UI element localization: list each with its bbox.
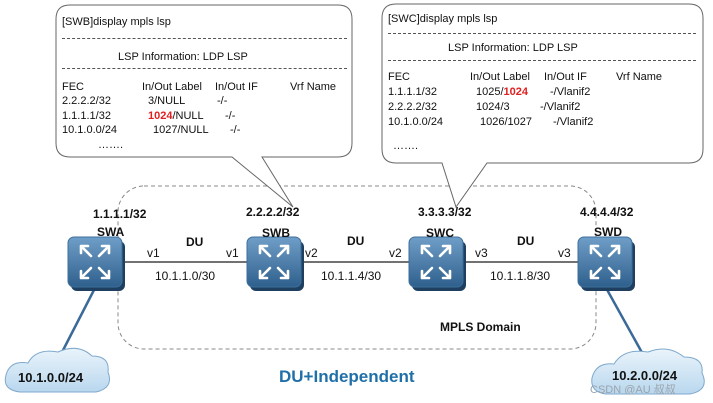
swb-row-2-label: 1027/NULL — [153, 124, 209, 136]
swc-row-2-fec: 10.1.0.0/24 — [388, 116, 444, 128]
swb-rule-1 — [62, 38, 347, 39]
link-2-right-if: v2 — [389, 246, 402, 260]
swc-rule-1 — [388, 33, 696, 34]
swb-col-vrf: Vrf Name — [290, 81, 337, 93]
switch-icon-swb[interactable] — [246, 236, 304, 291]
diagram-title: DU+Independent — [279, 367, 415, 386]
cloud-right-network: 10.2.0.0/24 — [612, 368, 678, 383]
swc-row-0-if: -/Vlanif2 — [550, 86, 591, 98]
swb-row-1-label: 1024/NULL — [148, 110, 204, 122]
link-2-subnet: 10.1.1.4/30 — [321, 269, 382, 283]
swc-header: LSP Information: LDP LSP — [448, 42, 578, 54]
swb-rule-2 — [62, 68, 347, 69]
swd-ip: 4.4.4.4/32 — [580, 205, 634, 219]
swa-name: SWA — [97, 225, 125, 239]
swc-row-1-if: -/Vlanif2 — [540, 101, 581, 113]
swb-row-1-fec: 1.1.1.1/32 — [62, 110, 111, 122]
swb-col-if: In/Out IF — [215, 81, 258, 93]
swc-ellipsis: ……. — [393, 140, 419, 152]
swc-row-2-label: 1026/1027 — [480, 116, 532, 128]
switch-icon-swa[interactable] — [67, 236, 125, 291]
link-swd-cloud — [603, 285, 647, 359]
link-2-left-if: v2 — [305, 246, 318, 260]
swc-col-label: In/Out Label — [470, 71, 530, 83]
switch-icon-swd[interactable] — [577, 236, 635, 291]
mpls-domain-boundary — [117, 185, 597, 350]
swc-rule-2 — [388, 60, 696, 61]
swb-row-0-fec: 2.2.2.2/32 — [62, 95, 111, 107]
swc-ip: 3.3.3.3/32 — [418, 205, 472, 219]
swb-command: [SWB]display mpls lsp — [62, 16, 171, 28]
swb-col-label: In/Out Label — [142, 81, 202, 93]
swd-name: SWD — [594, 225, 622, 239]
cloud-right — [591, 348, 705, 395]
cloud-left-network: 10.1.0.0/24 — [18, 370, 84, 385]
swb-ellipsis: ……. — [98, 139, 124, 151]
swb-name: SWB — [262, 226, 290, 240]
swb-row-2-fec: 10.1.0.0/24 — [62, 124, 118, 136]
link-1-right-if: v1 — [226, 246, 239, 260]
switch-icon-swc[interactable] — [408, 236, 466, 291]
swb-row-0-if: -/- — [217, 95, 228, 107]
swc-name: SWC — [426, 226, 454, 240]
swb-callout-bubble — [55, 4, 353, 208]
mpls-domain-label: MPLS Domain — [440, 320, 521, 334]
swc-row-1-fec: 2.2.2.2/32 — [388, 101, 437, 113]
link-2-mode: DU — [347, 234, 365, 248]
cloud-left — [4, 347, 110, 393]
link-1-mode: DU — [186, 235, 204, 249]
swb-row-1-if: -/- — [225, 110, 236, 122]
swc-col-vrf: Vrf Name — [616, 71, 663, 83]
swc-row-0-label: 1025/1024 — [476, 86, 529, 98]
swc-row-2-if: -/Vlanif2 — [553, 116, 594, 128]
swc-col-if: In/Out IF — [544, 71, 587, 83]
swc-col-fec: FEC — [388, 71, 410, 83]
link-3-left-if: v3 — [475, 246, 488, 260]
link-swa-cloud — [56, 287, 97, 361]
swb-row-2-if: -/- — [230, 124, 241, 136]
link-3-right-if: v3 — [558, 246, 571, 260]
swc-row-1-label: 1024/3 — [476, 101, 510, 113]
watermark: CSDN @AU 叔叔 — [590, 384, 676, 396]
link-3-subnet: 10.1.1.8/30 — [490, 269, 551, 283]
link-1-left-if: v1 — [147, 246, 160, 260]
link-1-subnet: 10.1.1.0/30 — [155, 269, 216, 283]
swc-callout-bubble — [381, 3, 704, 209]
swc-command: [SWC]display mpls lsp — [388, 13, 498, 25]
swb-ip: 2.2.2.2/32 — [246, 205, 300, 219]
swb-col-fec: FEC — [62, 81, 84, 93]
swc-row-0-fec: 1.1.1.1/32 — [388, 86, 437, 98]
swa-ip: 1.1.1.1/32 — [93, 207, 147, 221]
swb-header: LSP Information: LDP LSP — [118, 51, 248, 63]
link-3-mode: DU — [517, 234, 535, 248]
swb-row-0-label: 3/NULL — [148, 95, 186, 107]
